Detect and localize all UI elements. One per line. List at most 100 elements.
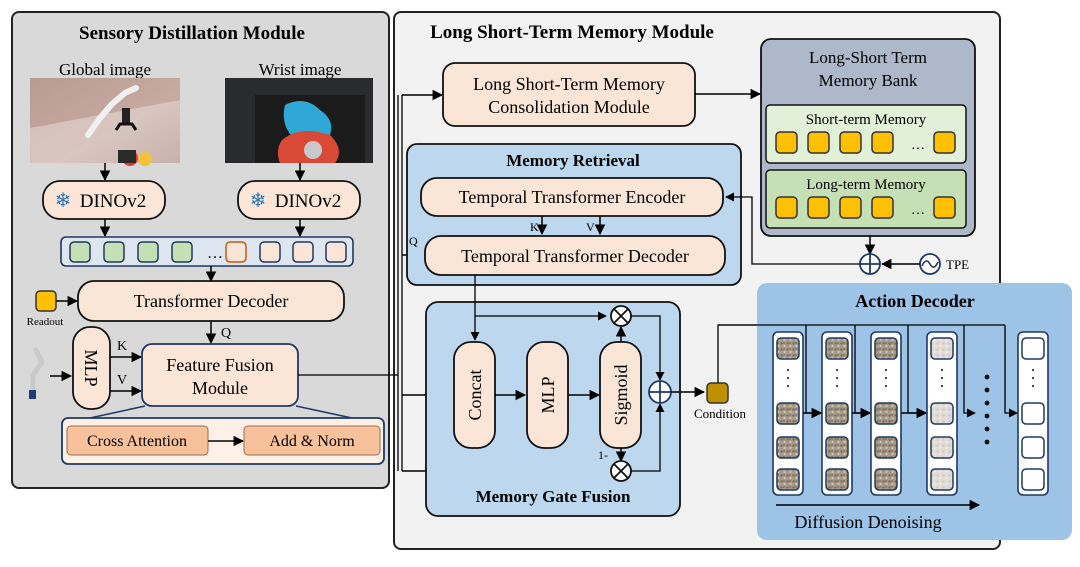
action-token <box>776 402 800 425</box>
short-memory-token <box>807 131 830 154</box>
transformer-decoder: Transformer Decoder <box>77 280 345 322</box>
action-token <box>1021 436 1045 459</box>
long-ellipsis: … <box>911 203 925 218</box>
sensory-distillation-panel: Sensory Distillation Module Global image… <box>11 11 390 489</box>
bank-title-line2: Memory Bank <box>819 71 918 90</box>
dinov2-left: ❄ DINOv2 <box>42 180 166 220</box>
memory-gate-fusion: Memory Gate Fusion Concat MLP Sigmoid 1- <box>425 275 681 517</box>
add-gate-icon <box>648 380 672 404</box>
global-feature-token <box>103 241 125 263</box>
long-term-label: Long-term Memory <box>806 177 926 193</box>
action-token <box>930 402 954 425</box>
long-memory-token <box>807 196 830 219</box>
vertical-ellipsis-dot <box>835 376 839 380</box>
action-token <box>776 436 800 459</box>
k-retrieval-label: K <box>530 220 539 234</box>
q-label: Q <box>221 326 231 341</box>
sensory-title: Sensory Distillation Module <box>79 23 305 44</box>
add-norm-label: Add & Norm <box>269 433 355 450</box>
short-memory-token <box>775 131 798 154</box>
bank-title-line1: Long-Short Term <box>809 48 927 67</box>
wrist-feature-token <box>292 241 314 263</box>
robot-arm-icon <box>29 347 45 399</box>
action-token <box>825 436 849 459</box>
vertical-ellipsis-dot <box>940 384 944 388</box>
ellipsis-dot <box>984 426 990 432</box>
one-minus-label: 1- <box>598 448 608 462</box>
ellipsis-dot <box>984 387 990 393</box>
mlp-proprio: MLP <box>72 326 111 410</box>
vertical-ellipsis-dot <box>835 384 839 388</box>
vertical-ellipsis-dot <box>940 368 944 372</box>
action-title: Action Decoder <box>855 291 974 311</box>
vertical-ellipsis-dot <box>940 376 944 380</box>
tpe-icon <box>919 253 941 275</box>
short-memory-token <box>933 131 956 154</box>
short-ellipsis: … <box>911 138 925 153</box>
action-chunk-column <box>772 331 804 496</box>
add-positional-icon <box>859 253 881 275</box>
temporal-encoder <box>420 177 724 217</box>
multiply-top-icon <box>610 305 632 327</box>
add-norm-block <box>243 425 381 456</box>
vertical-ellipsis-dot <box>884 368 888 372</box>
condition-branch-arrow <box>1004 325 1018 418</box>
action-chunk-column <box>821 331 853 496</box>
readout-token <box>35 290 57 312</box>
vertical-ellipsis-dot <box>884 384 888 388</box>
action-token <box>825 468 849 491</box>
transformer-decoder-label: Transformer Decoder <box>134 291 289 311</box>
v-retrieval-label: V <box>586 220 595 234</box>
temporal-decoder-label: Temporal Transformer Decoder <box>461 246 689 266</box>
wrist-feature-token <box>225 241 247 263</box>
denoising-label: Diffusion Denoising <box>794 512 941 532</box>
vertical-ellipsis-dot <box>1031 368 1035 372</box>
memory-bank: Long-Short Term Memory Bank Short-term M… <box>760 38 976 237</box>
wrist-image-label: Wrist image <box>259 60 342 79</box>
vertical-ellipsis-dot <box>786 376 790 380</box>
long-memory-token <box>839 196 862 219</box>
vertical-ellipsis-dot <box>835 368 839 372</box>
visual-token-row: … <box>60 236 354 267</box>
short-term-label: Short-term Memory <box>806 112 927 128</box>
tpe-label: TPE <box>946 257 969 272</box>
snowflake-icon: ❄ <box>55 190 72 212</box>
action-token <box>930 436 954 459</box>
global-feature-token <box>171 241 193 263</box>
global-image <box>30 78 180 166</box>
action-token <box>874 337 898 360</box>
temporal-decoder <box>424 235 726 276</box>
condition-branch-arrow <box>963 325 976 418</box>
consolidation-module: Long Short-Term Memory Consolidation Mod… <box>442 62 696 127</box>
consolidation-line2: Consolidation Module <box>488 97 650 117</box>
retrieval-title: Memory Retrieval <box>506 151 640 170</box>
short-memory-token <box>871 131 894 154</box>
action-token <box>874 468 898 491</box>
action-token <box>874 402 898 425</box>
multiply-bottom-icon <box>610 460 632 482</box>
wrist-feature-token <box>259 241 281 263</box>
action-token <box>874 436 898 459</box>
ellipsis-dot <box>984 439 990 445</box>
action-decoder: Action Decoder Diffusion Denoising <box>718 283 1072 540</box>
dinov2-right: ❄ DINOv2 <box>237 180 361 220</box>
global-feature-token <box>137 241 159 263</box>
global-image-label: Global image <box>59 60 151 79</box>
lstm-title: Long Short-Term Memory Module <box>430 22 714 43</box>
vertical-ellipsis-dot <box>786 384 790 388</box>
fusion-detail: Cross Attention Add & Norm <box>61 417 385 465</box>
feature-fusion-module: Feature Fusion Module <box>141 343 299 407</box>
condition-label: Condition <box>694 406 747 421</box>
action-token <box>825 337 849 360</box>
action-token <box>825 402 849 425</box>
global-feature-token <box>69 241 91 263</box>
wrist-image <box>225 78 373 163</box>
q-retrieval-label: Q <box>409 234 418 248</box>
dinov2-left-label: DINOv2 <box>80 191 147 212</box>
memory-retrieval: Memory Retrieval Temporal Transformer En… <box>406 143 742 286</box>
action-chunk-column <box>926 331 958 496</box>
token-ellipsis: … <box>207 245 223 262</box>
fusion-label-line1: Feature Fusion <box>166 355 274 375</box>
snowflake-icon: ❄ <box>250 190 267 212</box>
cross-attention-label: Cross Attention <box>87 433 187 450</box>
